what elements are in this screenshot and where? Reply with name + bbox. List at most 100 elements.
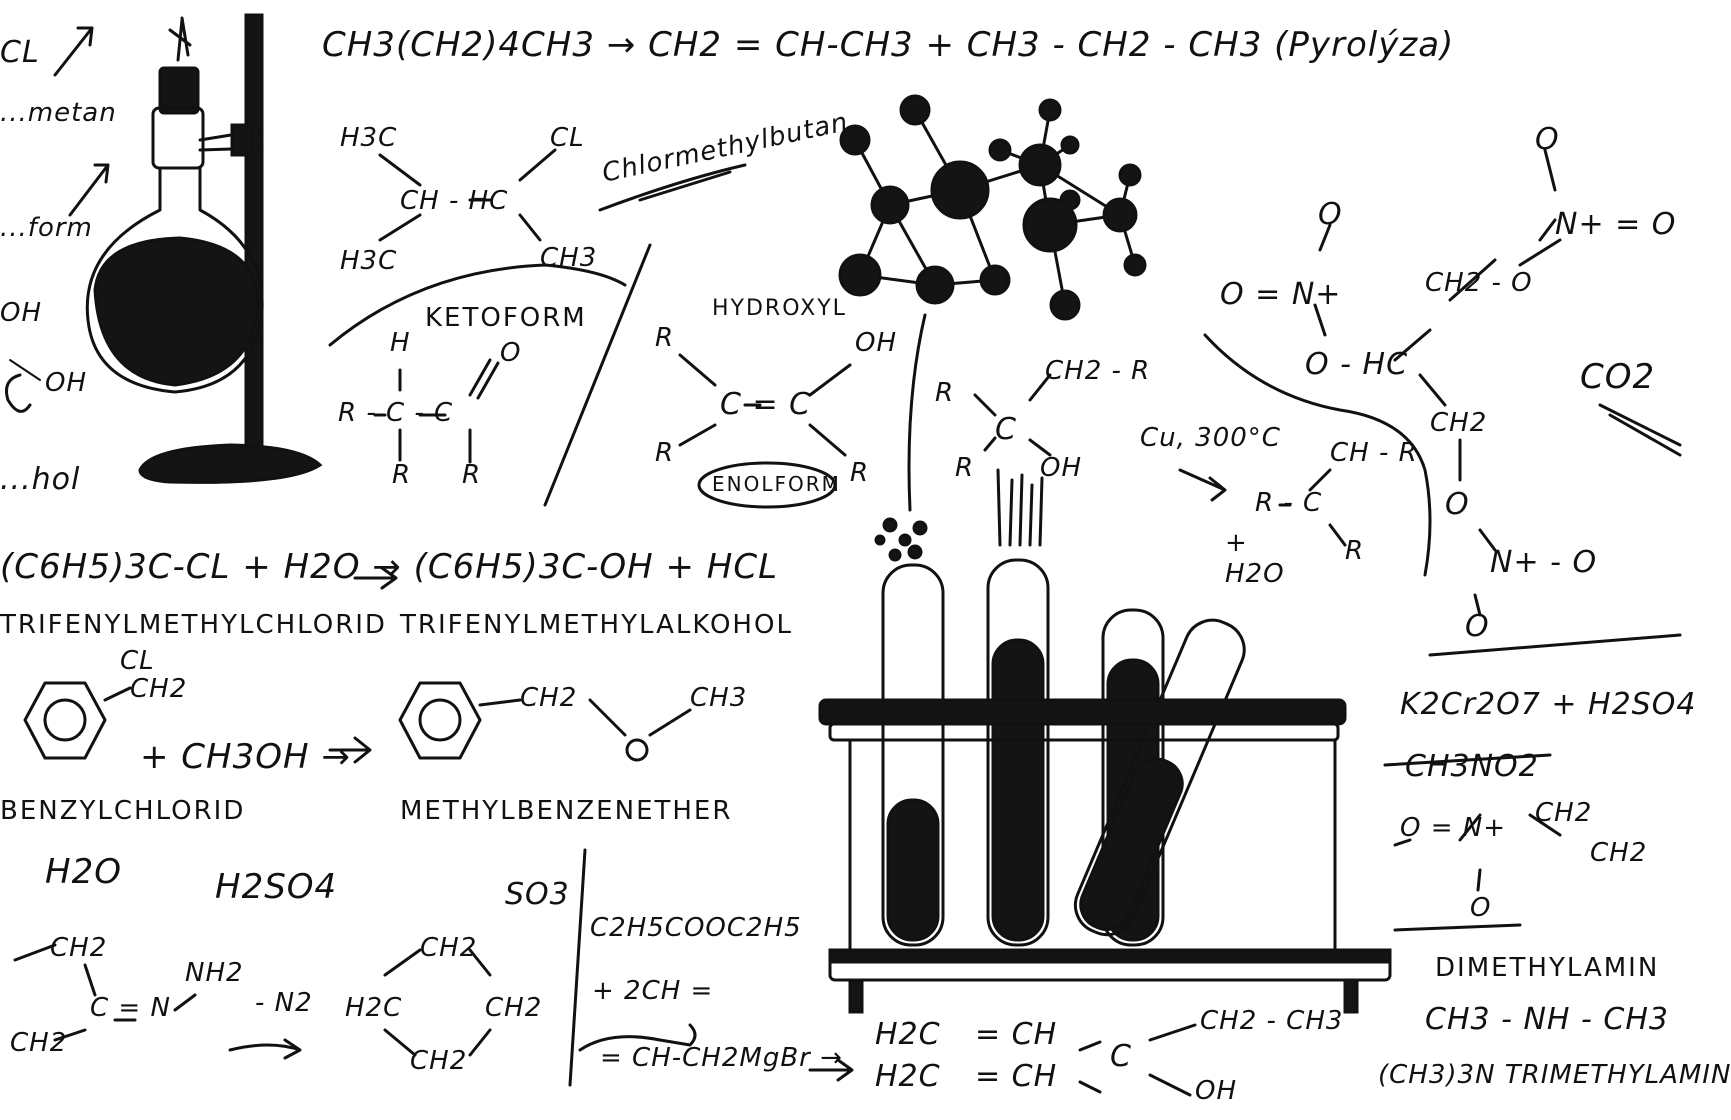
alcohol2-r: R xyxy=(1345,536,1365,566)
chlorobutane-h3c-bottom: H3C xyxy=(340,246,398,276)
ketoform-o: O xyxy=(500,338,522,368)
enol-oh: OH xyxy=(855,328,898,358)
chlorobutane-ch-hc: CH - HC xyxy=(400,186,509,216)
ring-nh2: NH2 xyxy=(185,958,244,988)
grignard-line-2: = CH-CH2MgBr → xyxy=(600,1043,843,1073)
chlorobutane-cl: CL xyxy=(550,123,585,153)
ketoform-r2: R xyxy=(462,460,482,490)
alcohol-r-bottom: R xyxy=(955,453,975,483)
alcohol-ch2r: CH2 - R xyxy=(1045,356,1151,386)
nitrate-n-o-right: N+ = O xyxy=(1555,207,1677,242)
bottom-h2c-2: H2C xyxy=(875,1059,941,1094)
nitro-ch2-2: CH2 xyxy=(1590,838,1648,868)
nitro-right-structure xyxy=(1383,753,1562,932)
dimethylamin-label: DIMETHYLAMIN xyxy=(1435,953,1660,983)
chloride-reaction: (C6H5)3C-CL + H2O → (C6H5)3C-OH + HCL xyxy=(0,547,779,587)
chlorobutane-h3c-top: H3C xyxy=(340,123,398,153)
benzyl-reaction: + CH3OH → xyxy=(140,737,351,777)
dichromate-label: K2Cr2O7 + H2SO4 xyxy=(1400,687,1697,722)
ether-ch2: CH2 xyxy=(520,683,578,713)
molecule-drop-line xyxy=(907,313,927,512)
methylbenzenether-ring xyxy=(398,681,692,762)
ring2-ch2-right: CH2 xyxy=(485,993,543,1023)
left-edge-form: ...form xyxy=(0,213,93,243)
bottom-ch2-ch3: CH2 - CH3 xyxy=(1200,1006,1344,1036)
left-edge-oh-2: OH xyxy=(45,368,88,398)
nitrate-o-n-left: O = N+ xyxy=(1220,277,1342,312)
h2o-plus-label: + H2O xyxy=(1225,528,1285,590)
alcohol-c: C xyxy=(995,412,1017,447)
bottom-chain-bonds xyxy=(1078,1023,1197,1097)
molecule-model-drawing xyxy=(838,94,1147,321)
ketoform-label: KETOFORM xyxy=(425,303,587,333)
vertical-divider xyxy=(568,848,587,1087)
left-edge-hol: ...hol xyxy=(0,462,81,497)
nitrate-ester-structure xyxy=(1313,148,1562,617)
ring-reaction-structures xyxy=(13,943,492,1060)
nitrate-o-hc: O - HC xyxy=(1305,347,1409,382)
nitrate-ch2-o: CH2 - O xyxy=(1425,268,1533,298)
left-ring-fragment xyxy=(5,373,32,413)
enol-c-c: C = C xyxy=(720,387,812,422)
bottom-c: C xyxy=(1110,1039,1132,1074)
ring2-ch2-bottom: CH2 xyxy=(410,1046,468,1076)
nitrate-o-bottom: O xyxy=(1465,609,1490,644)
ring2-ch2-top: CH2 xyxy=(420,933,478,963)
arrow-sketch-2 xyxy=(68,163,110,217)
trimethylamin-label: (CH3)3N TRIMETHYLAMIN xyxy=(1378,1060,1731,1090)
test-tube-rack-drawing xyxy=(818,468,1392,1014)
reaction-arrow-chloride xyxy=(353,566,398,590)
bottom-ch-1: = CH xyxy=(975,1017,1058,1052)
grignard-bracket xyxy=(578,1023,697,1052)
cu-300-label: Cu, 300°C xyxy=(1140,423,1281,453)
ring2-h2c: H2C xyxy=(345,993,403,1023)
ring-c-n: C = N xyxy=(90,993,171,1023)
nitro-o: O xyxy=(1470,893,1492,923)
enol-r-right: R xyxy=(850,458,870,488)
left-edge-cl: CL xyxy=(0,35,40,70)
h2so4-label: H2SO4 xyxy=(215,867,338,907)
ketoform-h: H xyxy=(390,328,411,358)
left-edge-oh-1: OH xyxy=(0,298,43,328)
nitromethane-label: CH3NO2 xyxy=(1405,749,1539,784)
enolform-structure xyxy=(678,353,852,509)
line-divider-3 xyxy=(1428,633,1682,657)
ring-ch2-top: CH2 xyxy=(50,933,108,963)
underline-strokes xyxy=(598,163,747,212)
ketoform-r1: R xyxy=(392,460,412,490)
pyrolysis-equation: CH3(CH2)4CH3 → CH2 = CH-CH3 + CH3 - CH2 … xyxy=(322,25,1455,65)
chlorobutane-ch3: CH3 xyxy=(540,243,598,273)
reaction-arrow-cu xyxy=(1178,468,1227,502)
nitro-ch2-1: CH2 xyxy=(1535,798,1593,828)
ring-ch2-bottom: CH2 xyxy=(10,1028,68,1058)
ester-label: C2H5COOC2H5 xyxy=(590,913,802,943)
co2-underline xyxy=(1598,403,1682,457)
bottom-oh: OH xyxy=(1195,1076,1238,1106)
trifenylmethylalkohol-label: TRIFENYLMETHYLALKOHOL xyxy=(400,610,793,640)
ink-drawings xyxy=(5,13,1682,1097)
alcohol2-ch-r: CH - R xyxy=(1330,438,1418,468)
alcohol-r-top: R xyxy=(935,378,955,408)
reaction-arrow-grignard xyxy=(808,1058,854,1082)
slash-divider xyxy=(543,243,652,507)
chemistry-sketch-board: CH3(CH2)4CH3 → CH2 = CH-CH3 + CH3 - CH2 … xyxy=(0,13,1731,1106)
ether-ch3: CH3 xyxy=(690,683,748,713)
so3-label: SO3 xyxy=(505,877,570,912)
trifenylmethylchlorid-label: TRIFENYLMETHYLCHLORID xyxy=(0,610,387,640)
bottom-h2c-1: H2C xyxy=(875,1017,941,1052)
alcohol-structure xyxy=(973,373,1052,457)
benzyl-cl: CL xyxy=(120,646,155,676)
benzylchlorid-label: BENZYLCHLORID xyxy=(0,796,246,826)
curve-divider-1 xyxy=(328,263,627,347)
hydroxyl-label: HYDROXYL xyxy=(712,296,847,321)
nitrate-n-o-lower: N+ - O xyxy=(1490,545,1598,580)
h2o-label: H2O xyxy=(45,852,122,892)
ketoform-structure xyxy=(373,358,500,464)
chlorobutane-structure xyxy=(378,148,557,242)
benzyl-ch2: CH2 xyxy=(130,674,188,704)
n2-release-label: - N2 xyxy=(255,988,313,1018)
alcohol-oh: OH xyxy=(1040,453,1083,483)
co2-label: CO2 xyxy=(1580,357,1656,397)
left-edge-metan: ...metan xyxy=(0,98,117,128)
methylbenzenether-label: METHYLBENZENETHER xyxy=(400,796,733,826)
